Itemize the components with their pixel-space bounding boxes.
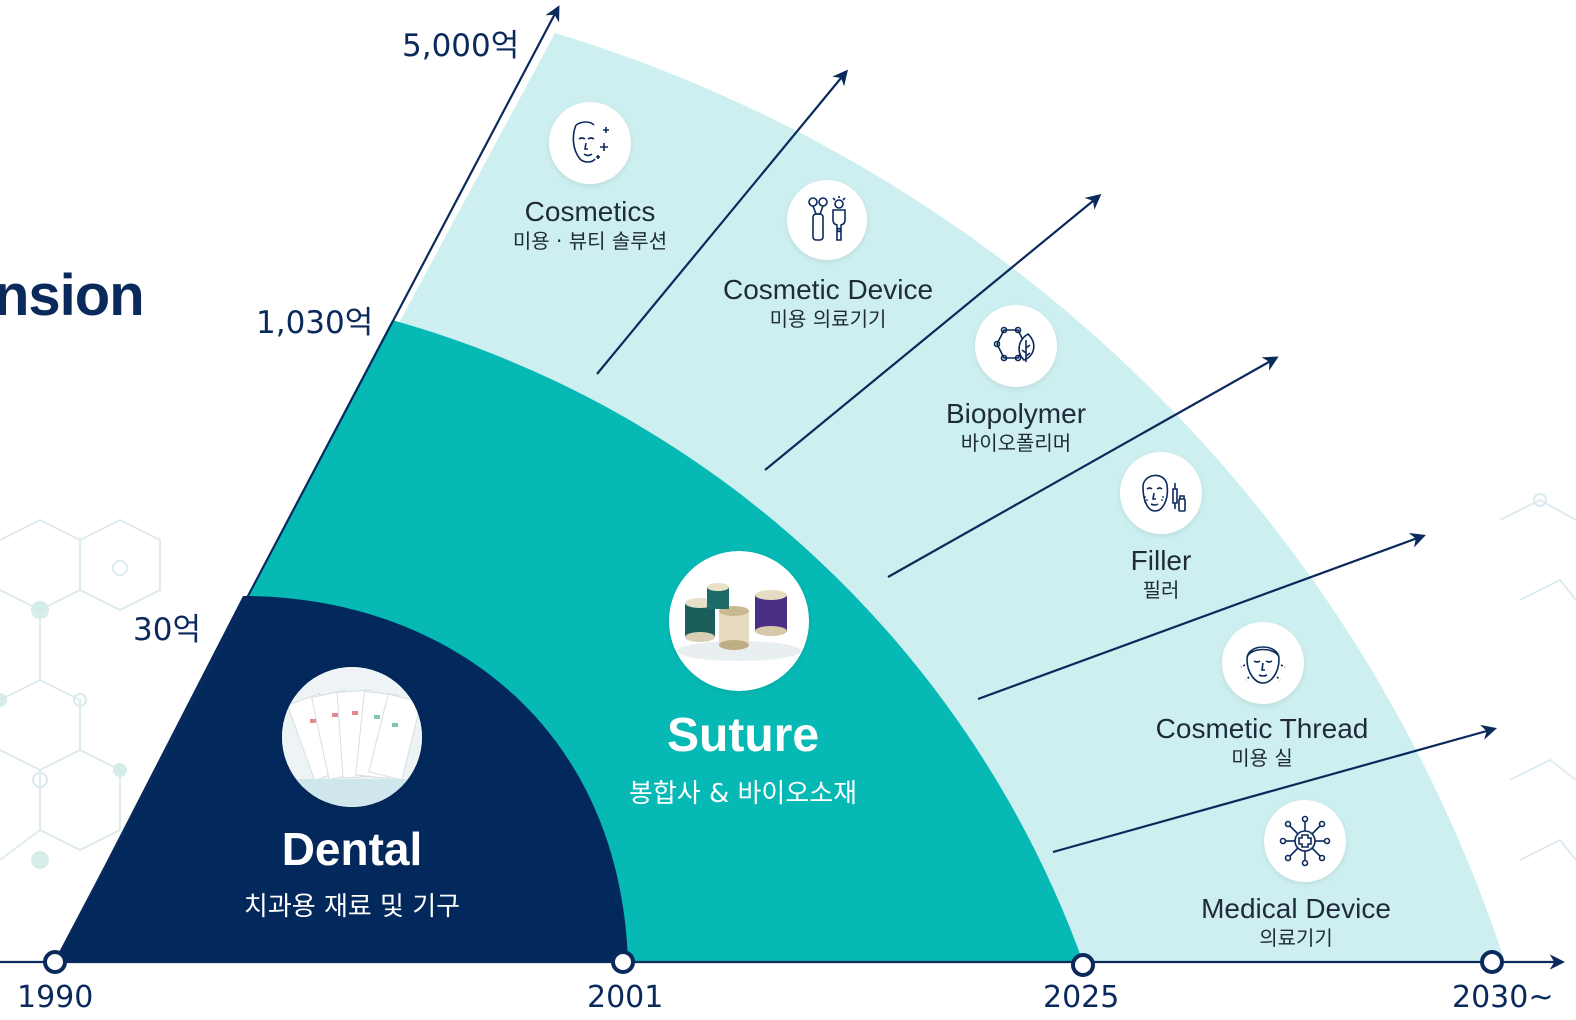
y-label-30: 30억 bbox=[133, 612, 201, 648]
category-name: Biopolymer bbox=[945, 398, 1087, 429]
category-korean-label: 미용 실 bbox=[1231, 746, 1293, 770]
timeline-node-2001 bbox=[611, 950, 635, 974]
category-cosmetic-thread: Cosmetic Thread 미용 실 bbox=[1156, 713, 1369, 771]
face-sparkle-icon bbox=[549, 102, 631, 184]
category-name: Cosmetics bbox=[524, 196, 656, 227]
category-korean-label: 필러 bbox=[1142, 578, 1180, 602]
x-label-2030: 2030~ bbox=[1452, 980, 1554, 1015]
leaf-molecule-icon bbox=[975, 305, 1057, 387]
y-axis-line bbox=[54, 5, 560, 963]
category-korean-label: 바이오폴리머 bbox=[960, 431, 1072, 455]
category-cosmetics: Cosmetics 미용 · 뷰티 솔루션 bbox=[513, 196, 667, 254]
category-name: Filler bbox=[1130, 545, 1192, 576]
category-korean-label: 미용 의료기기 bbox=[769, 307, 887, 331]
face-lift-icon bbox=[1222, 622, 1304, 704]
suture-product-image bbox=[669, 551, 809, 691]
dental-title: Dental bbox=[281, 823, 423, 875]
medical-cross-network-icon bbox=[1264, 800, 1346, 882]
face-syringe-icon bbox=[1120, 452, 1202, 534]
growth-arrow-cosmetic-device bbox=[764, 194, 1102, 471]
category-filler: Filler 필러 bbox=[1131, 545, 1192, 603]
y-label-1030: 1,030억 bbox=[256, 305, 374, 341]
x-label-1990: 1990 bbox=[17, 980, 94, 1015]
x-label-2001: 2001 bbox=[587, 980, 664, 1015]
x-label-2025: 2025 bbox=[1043, 980, 1120, 1015]
page-title-fragment: nsion bbox=[0, 263, 145, 328]
category-korean-label: 의료기기 bbox=[1259, 926, 1333, 950]
category-name: Medical Device bbox=[1201, 893, 1391, 924]
growth-arrow-filler bbox=[977, 533, 1426, 701]
dental-product-image bbox=[282, 667, 422, 807]
category-korean-label: 미용 · 뷰티 솔루션 bbox=[512, 229, 668, 253]
beauty-device-icon bbox=[787, 180, 867, 260]
dental-subtitle: 치과용 재료 및 기구 bbox=[243, 892, 461, 922]
y-label-5000: 5,000억 bbox=[402, 28, 520, 64]
category-medical-device: Medical Device 의료기기 bbox=[1201, 893, 1391, 951]
category-cosmetic-device: Cosmetic Device 미용 의료기기 bbox=[723, 274, 933, 332]
suture-title: Suture bbox=[666, 709, 820, 762]
suture-subtitle: 봉합사 & 바이오소재 bbox=[628, 779, 858, 809]
category-name: Cosmetic Device bbox=[722, 274, 934, 305]
growth-arrow-biopolymer bbox=[887, 356, 1279, 578]
category-biopolymer: Biopolymer 바이오폴리머 bbox=[946, 398, 1086, 456]
growth-arrow-cosmetic-thread bbox=[1052, 724, 1497, 854]
growth-arrow-cosmetics bbox=[596, 69, 848, 375]
category-name: Cosmetic Thread bbox=[1155, 713, 1369, 744]
timeline-node-2025 bbox=[1071, 953, 1095, 977]
timeline-node-2030 bbox=[1480, 950, 1504, 974]
timeline-node-1990 bbox=[43, 950, 67, 974]
